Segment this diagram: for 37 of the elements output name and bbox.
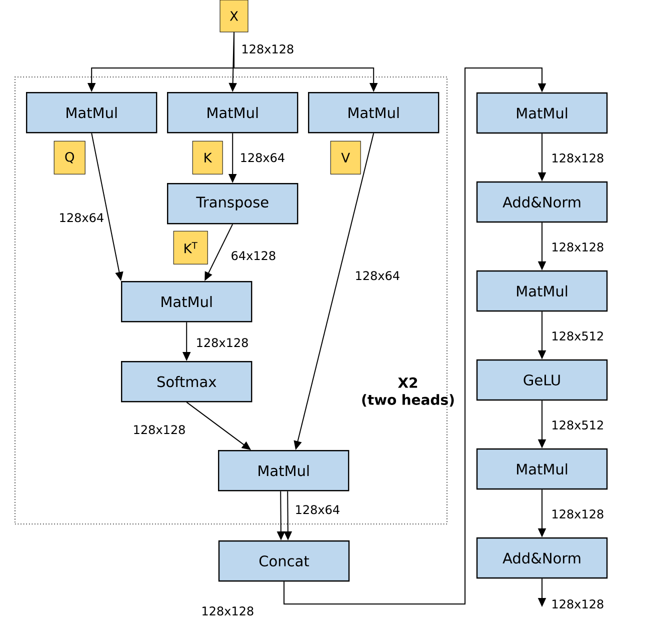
edge-label: 128x128 bbox=[550, 508, 606, 520]
process-box: MatMul bbox=[218, 450, 350, 492]
tensor-tag: K bbox=[192, 140, 223, 174]
arrow bbox=[186, 402, 251, 450]
process-box: MatMul bbox=[476, 92, 608, 134]
edge-label: 128x512 bbox=[550, 419, 606, 431]
process-box: Add&Norm bbox=[476, 537, 608, 579]
process-box: MatMul bbox=[26, 92, 158, 134]
arrow bbox=[284, 68, 546, 604]
edge-label: 64x128 bbox=[230, 250, 278, 262]
process-box: MatMul bbox=[121, 281, 252, 322]
tensor-tag: Q bbox=[54, 140, 86, 174]
edge-label: 128x128 bbox=[550, 598, 606, 610]
edge-label: 128x64 bbox=[354, 270, 402, 282]
process-box: Add&Norm bbox=[476, 181, 608, 223]
tensor-tag: V bbox=[330, 140, 361, 174]
tensor-tag: X bbox=[220, 0, 248, 32]
edge-label: 128x64 bbox=[58, 212, 106, 224]
edge-label: 128x128 bbox=[132, 424, 187, 436]
tensor-tag: K$^{T}$ bbox=[173, 230, 208, 264]
process-box: Softmax bbox=[121, 361, 252, 402]
process-box: MatMul bbox=[167, 92, 298, 134]
edge-label: 128x128 bbox=[194, 337, 250, 348]
process-box: MatMul bbox=[476, 448, 608, 490]
process-box: MatMul bbox=[476, 270, 608, 312]
process-box: Transpose bbox=[167, 183, 298, 224]
edge-label: 128x128 bbox=[550, 241, 606, 253]
edge-label: 128x128 bbox=[200, 605, 256, 617]
edge-label: 128x128 bbox=[240, 43, 296, 55]
process-box: GeLU bbox=[476, 359, 608, 401]
process-box: Concat bbox=[218, 540, 350, 582]
process-box: MatMul bbox=[308, 92, 440, 134]
repeat-note: X2 (two heads) bbox=[362, 377, 454, 407]
edge-label: 128x64 bbox=[294, 504, 342, 516]
edge-label: 128x128 bbox=[550, 152, 606, 164]
edge-label: 128x64 bbox=[238, 152, 286, 164]
edge-label: 128x512 bbox=[550, 330, 606, 342]
